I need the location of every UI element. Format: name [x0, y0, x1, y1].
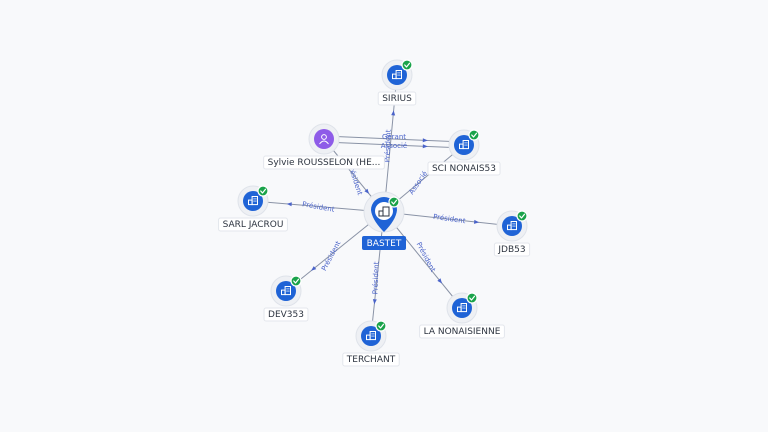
node-label: DEV353	[268, 310, 304, 320]
node-core	[387, 65, 407, 85]
edge-label: Président	[371, 261, 380, 294]
node-core	[243, 191, 263, 211]
node-sylvie-rousselon[interactable]: Sylvie ROUSSELON (HE...	[263, 123, 385, 170]
edge-line	[323, 135, 465, 143]
node-label-box	[427, 161, 501, 176]
node-label: LA NONAISIENNE	[424, 327, 501, 337]
verified-check-icon	[257, 185, 269, 197]
node-terchant[interactable]: TERCHANT	[342, 320, 400, 367]
node-label-terchant: TERCHANT	[342, 352, 400, 367]
node-label: JDB53	[497, 245, 525, 255]
edge-bastet-terchant[interactable]: Président	[370, 211, 385, 337]
node-label-box	[263, 155, 385, 170]
edge-arrow-icon	[437, 278, 443, 284]
node-core	[454, 135, 474, 155]
node-label-la-nonaisienne: LA NONAISIENNE	[419, 324, 505, 339]
node-label-dev353: DEV353	[263, 307, 309, 322]
edge-label: Associé	[381, 142, 407, 150]
edge-arrow-icon	[372, 299, 377, 305]
building-icon	[507, 221, 518, 231]
edge-label: Président	[383, 129, 392, 162]
edge-label: Président	[302, 200, 336, 214]
person-icon	[319, 134, 329, 145]
building-icon	[248, 196, 259, 206]
edge-arrow-icon	[422, 138, 428, 143]
edge-line	[285, 211, 385, 292]
verified-check-icon	[468, 129, 480, 141]
edge-arrow-icon	[286, 202, 292, 207]
node-la-nonaisienne[interactable]: LA NONAISIENNE	[419, 292, 505, 339]
node-label-box	[377, 91, 417, 106]
edge-arrow-icon	[473, 219, 480, 224]
node-sarl-jacrou[interactable]: SARL JACROU	[218, 185, 288, 232]
node-label-sylvie-rousselon: Sylvie ROUSSELON (HE...	[263, 155, 385, 170]
node-label: SIRIUS	[382, 94, 412, 104]
building-icon	[457, 303, 468, 313]
node-core	[502, 216, 522, 236]
center-label-box	[362, 236, 406, 250]
edge-arrow-icon	[311, 266, 317, 271]
verified-check-icon	[375, 320, 387, 332]
node-sirius[interactable]: SIRIUS	[377, 59, 417, 106]
edge-arrow-icon	[391, 110, 396, 116]
edge-label: Gérant	[382, 133, 406, 141]
verified-check-icon	[290, 275, 302, 287]
building-icon	[459, 140, 470, 150]
node-label-sarl-jacrou: SARL JACROU	[218, 217, 288, 232]
edge-sylvie-rousselon-sci-nonais53[interactable]: Associé	[323, 141, 465, 150]
edge-label: Président	[433, 213, 467, 226]
center-label: BASTET	[362, 236, 406, 250]
building-icon	[281, 286, 292, 296]
edge-line	[370, 211, 385, 337]
node-center-bastet[interactable]: BASTET	[362, 191, 406, 250]
node-label-box	[218, 217, 288, 232]
verified-check-icon	[466, 292, 478, 304]
center-label-text: BASTET	[367, 239, 402, 249]
node-label: SCI NONAIS53	[432, 164, 496, 174]
node-label: SARL JACROU	[223, 220, 284, 230]
node-sci-nonais53[interactable]: SCI NONAIS53	[427, 129, 501, 176]
node-label-sirius: SIRIUS	[377, 91, 417, 106]
edge-line	[252, 200, 385, 213]
node-jdb53[interactable]: JDB53	[493, 210, 531, 257]
node-label-box	[419, 324, 505, 339]
building-icon	[378, 206, 390, 217]
edge-label: Président	[320, 240, 343, 273]
verified-check-icon	[388, 196, 400, 208]
node-label-jdb53: JDB53	[493, 242, 531, 257]
edge-line	[383, 211, 513, 227]
node-label-box	[263, 307, 309, 322]
building-icon	[366, 331, 377, 341]
verified-check-icon	[401, 59, 413, 71]
node-label-box	[342, 352, 400, 367]
node-label: TERCHANT	[346, 355, 396, 365]
edge-arrow-icon	[422, 144, 428, 149]
node-dev353[interactable]: DEV353	[263, 275, 309, 322]
edge-sylvie-rousselon-sci-nonais53[interactable]: Gérant	[323, 133, 465, 143]
node-label-sci-nonais53: SCI NONAIS53	[427, 161, 501, 176]
node-label: Sylvie ROUSSELON (HE...	[268, 158, 381, 168]
building-icon	[392, 70, 403, 80]
edge-line	[383, 211, 463, 309]
edge-label: Associé	[407, 170, 429, 196]
edge-label: Président	[415, 241, 438, 274]
verified-check-icon	[516, 210, 528, 222]
edge-line	[323, 141, 465, 149]
edge-arrow-icon	[364, 188, 370, 194]
node-label-box	[493, 242, 531, 257]
